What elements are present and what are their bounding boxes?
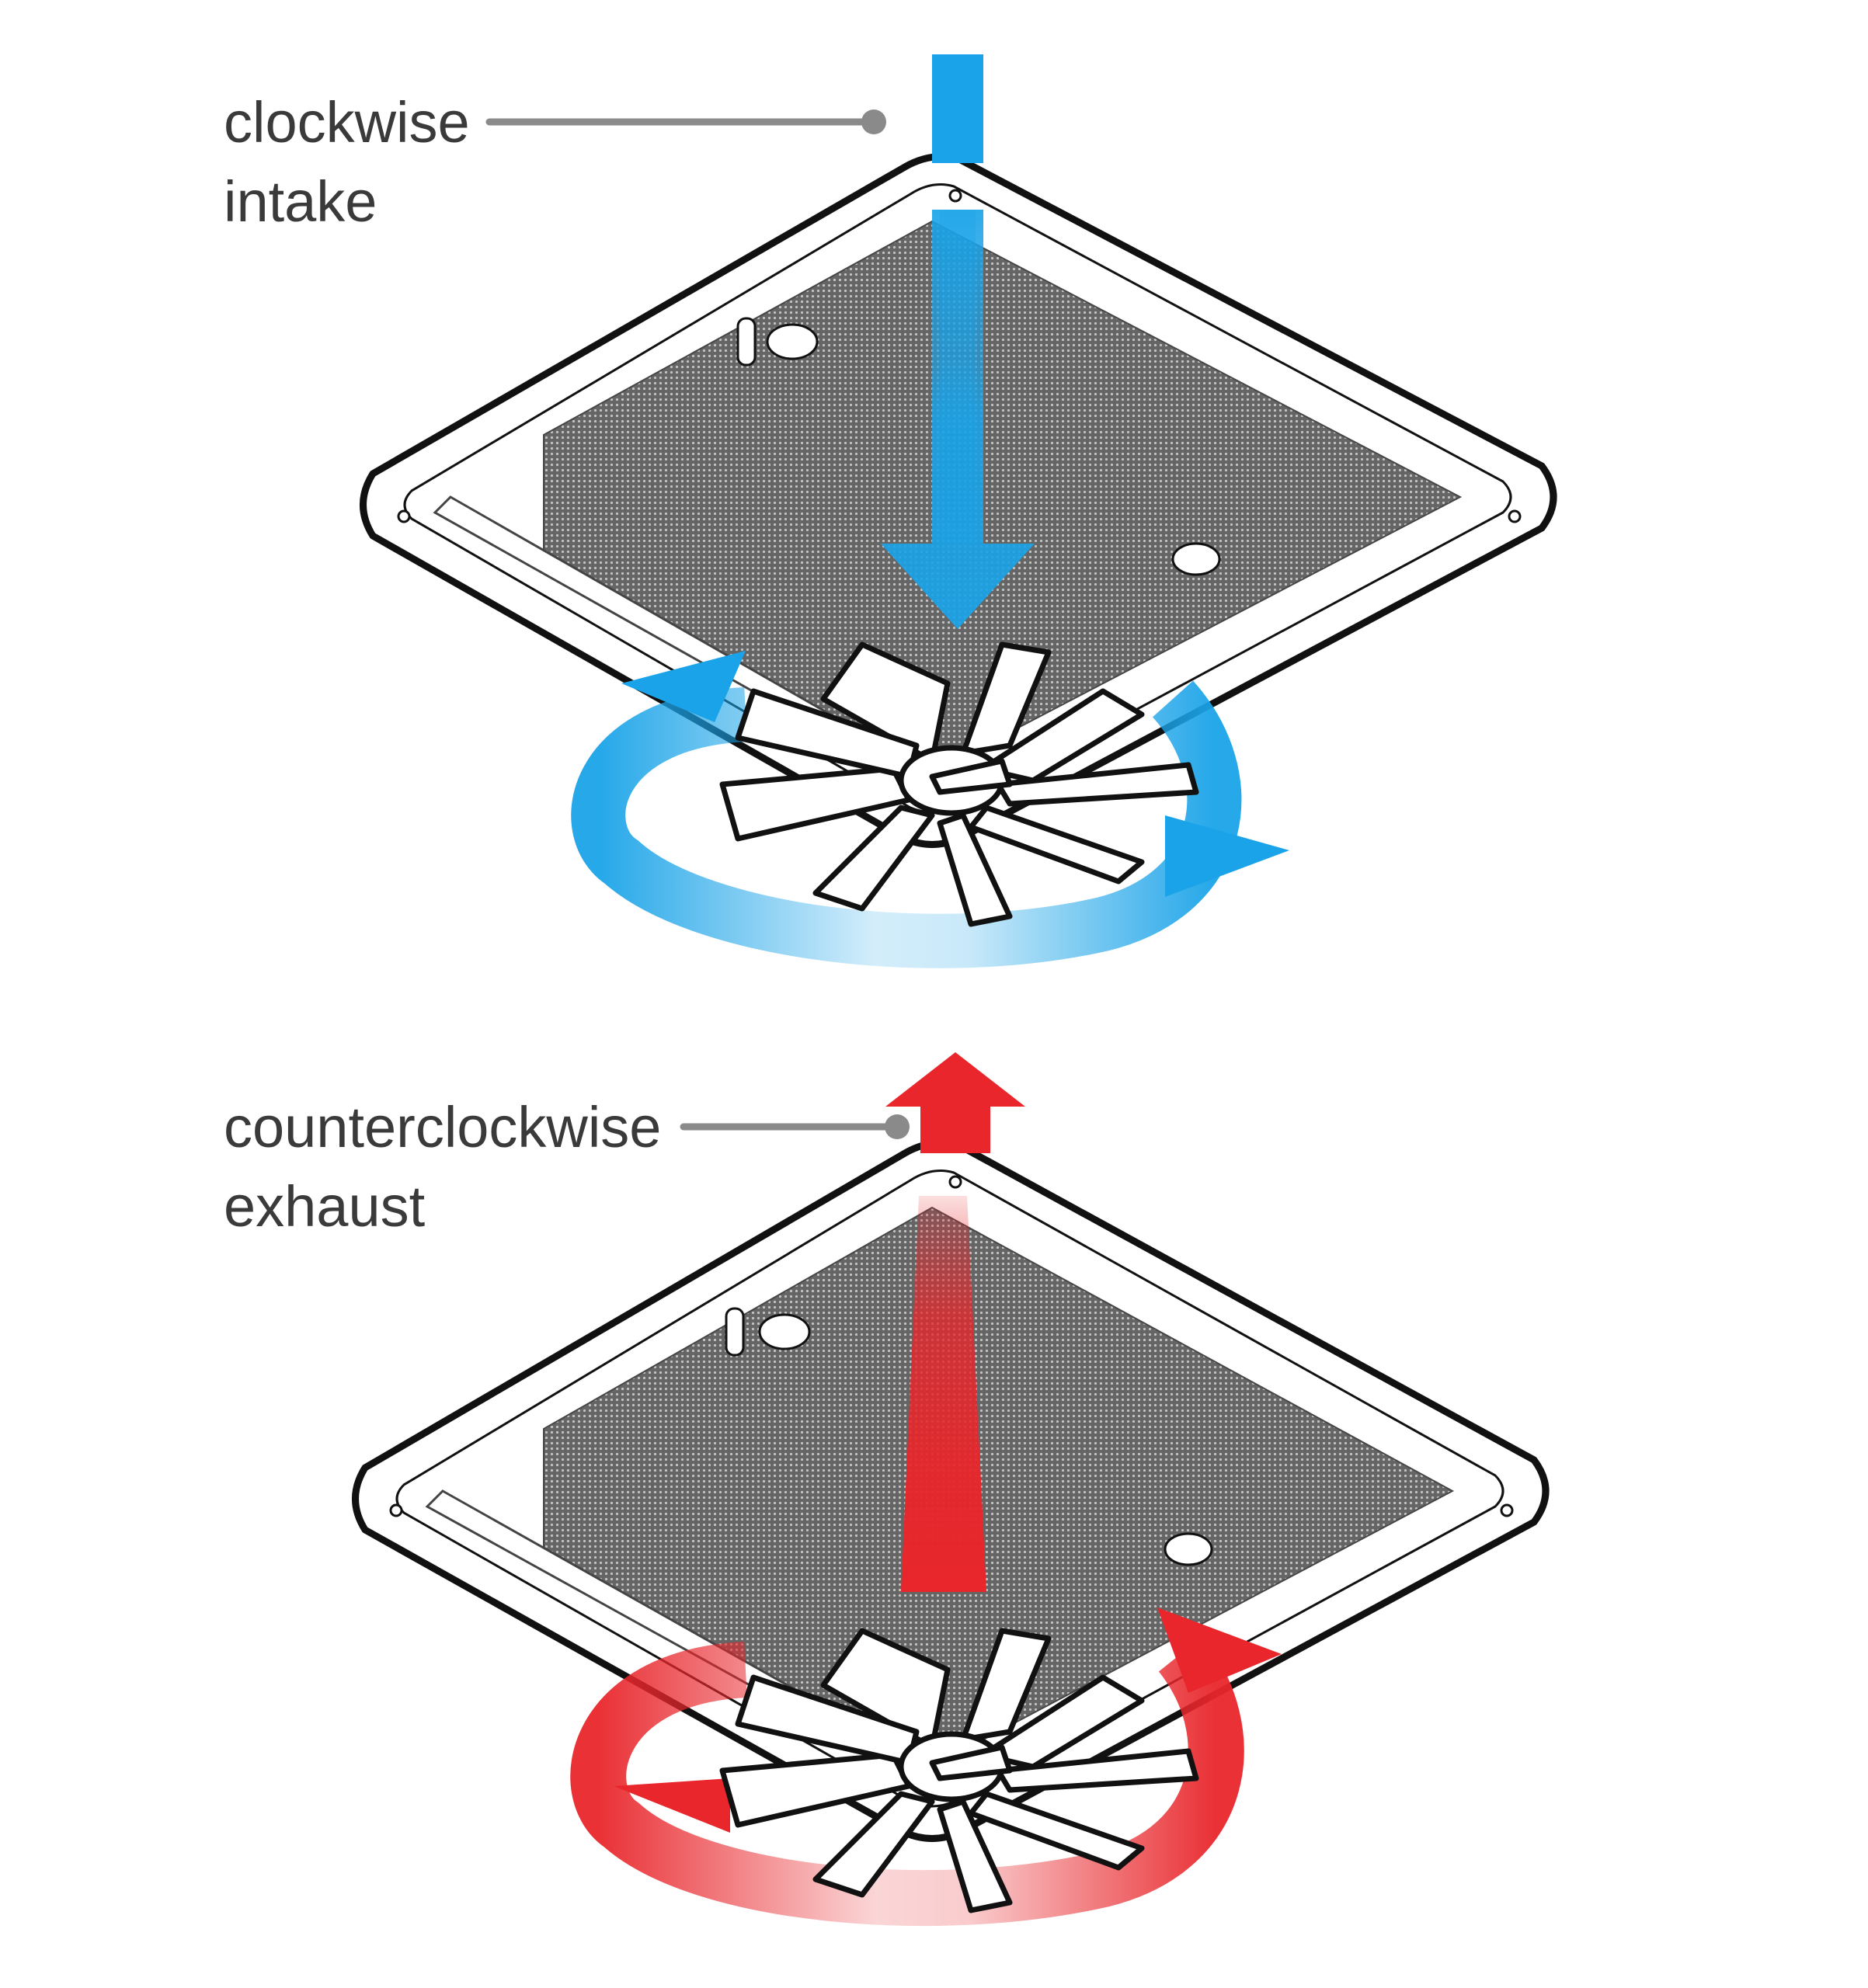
intake-panel: clockwise intake (224, 54, 1557, 968)
clockwise-arrow-icon (571, 651, 1289, 968)
fan-blade-icon (719, 641, 1199, 927)
counterclockwise-arrow-icon (570, 1607, 1282, 1927)
intake-mode-label: intake (224, 169, 377, 234)
fan-blade-icon (719, 1628, 1199, 1913)
exhaust-mode-label: exhaust (224, 1174, 426, 1239)
exhaust-panel: counterclockwise exhaust (224, 1052, 1550, 1927)
up-arrow-icon (885, 1052, 1025, 1592)
exhaust-direction-label: counterclockwise (224, 1095, 661, 1159)
intake-direction-label: clockwise (224, 90, 470, 155)
exhaust-leader-line (680, 1114, 910, 1139)
down-arrow-icon (881, 54, 1035, 629)
intake-leader-line (485, 109, 886, 134)
